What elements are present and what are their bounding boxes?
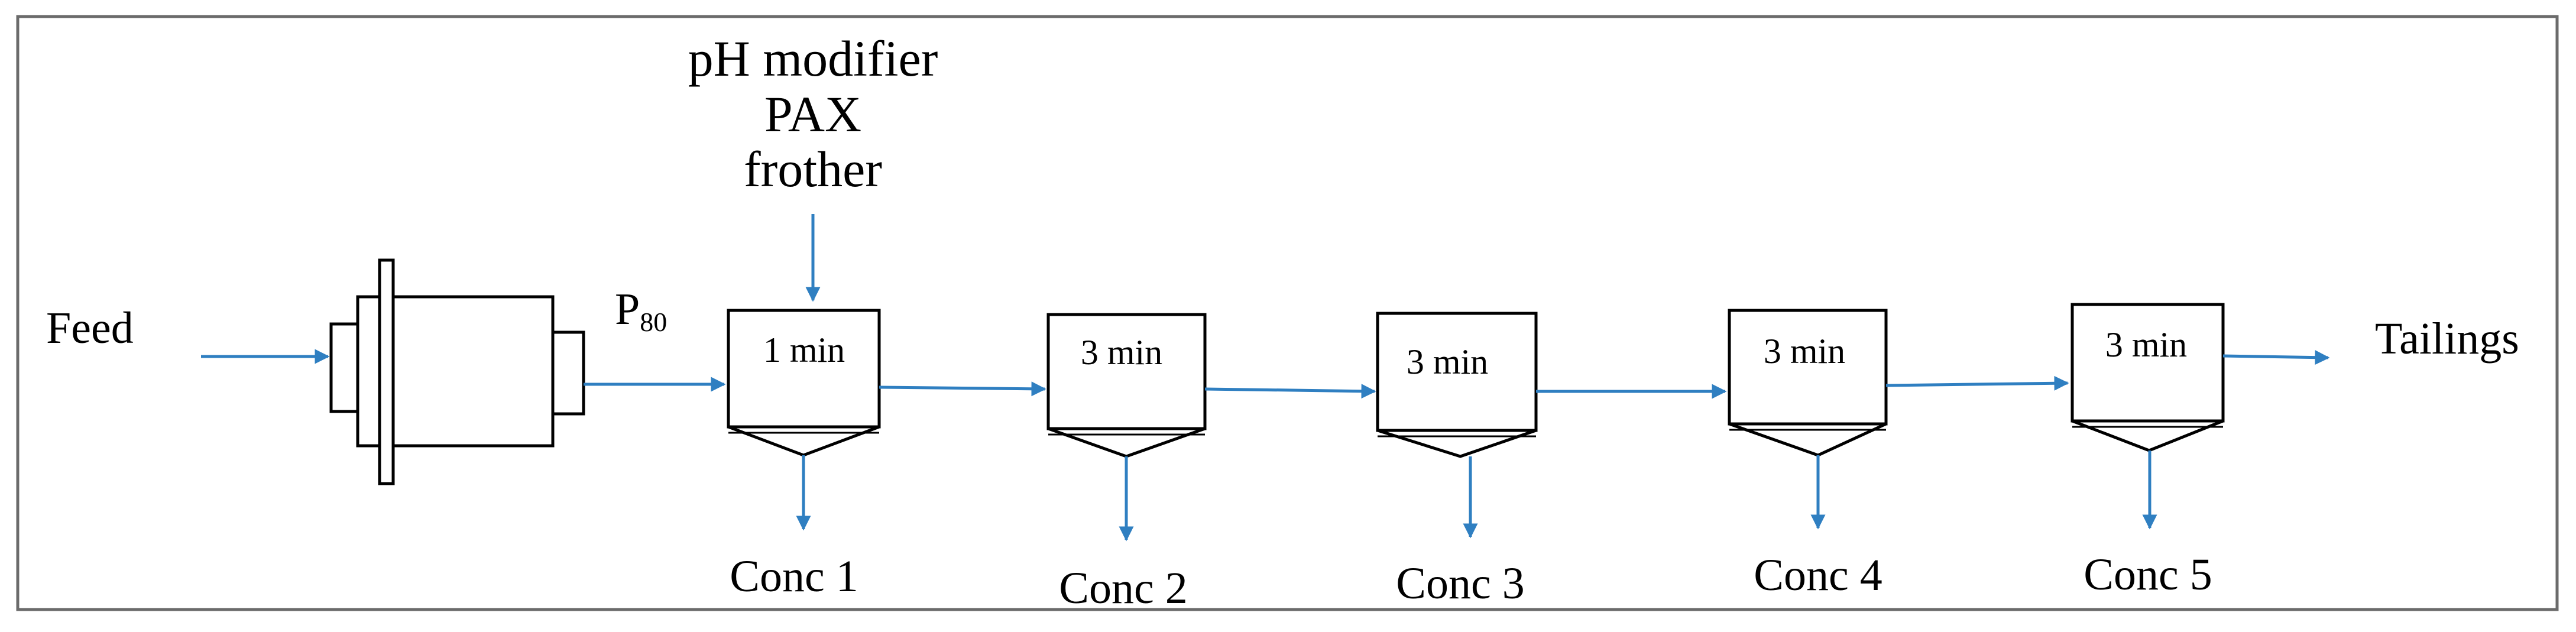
cell-4-time: 3 min bbox=[1764, 332, 1845, 371]
cell-4-launder bbox=[1729, 422, 1887, 457]
grinding-mill bbox=[329, 258, 585, 485]
p80-subscript: 80 bbox=[640, 307, 667, 337]
tailings-label: Tailings bbox=[2375, 314, 2519, 364]
tailings-arrow bbox=[2222, 350, 2330, 365]
conc-1-label: Conc 1 bbox=[730, 552, 858, 601]
cell-2-to-cell-3-arrow bbox=[1204, 384, 1376, 399]
p80-base: P bbox=[615, 284, 640, 334]
conc-2-label: Conc 2 bbox=[1059, 563, 1187, 613]
cell-2-tank bbox=[1046, 313, 1207, 430]
conc-5-label: Conc 5 bbox=[2084, 550, 2212, 599]
reagent-label-ph-modifier: pH modifier bbox=[688, 30, 938, 87]
mill-girth-flange bbox=[378, 258, 395, 485]
mill-inlet-trunnion bbox=[329, 322, 359, 413]
cell-3-tank bbox=[1376, 312, 1538, 432]
flotation-cell-1: 1 min Conc 1 bbox=[727, 309, 881, 601]
feed-label: Feed bbox=[46, 303, 134, 353]
cell-1-tank bbox=[727, 309, 881, 429]
cell-5-time: 3 min bbox=[2105, 325, 2187, 364]
cell-3-launder bbox=[1377, 429, 1537, 458]
flotation-cell-4: 3 min Conc 4 bbox=[1728, 309, 1888, 600]
cell-2-launder bbox=[1048, 427, 1206, 458]
flotation-cell-2: 3 min Conc 2 bbox=[1046, 313, 1207, 613]
cell-5-launder bbox=[2072, 419, 2224, 452]
cell-3-time: 3 min bbox=[1407, 342, 1488, 381]
conc-4-label: Conc 4 bbox=[1754, 550, 1882, 600]
cell-1-to-cell-2-arrow bbox=[879, 381, 1046, 397]
conc-3-label: Conc 3 bbox=[1396, 559, 1524, 608]
cell-4-to-cell-5-arrow bbox=[1885, 375, 2069, 391]
cell-5-tank bbox=[2070, 303, 2225, 423]
cell-4-tank bbox=[1728, 309, 1888, 426]
mill-outlet-trunnion bbox=[551, 330, 585, 416]
flotation-cell-5: 3 min Conc 5 bbox=[2070, 303, 2225, 599]
cell-1-launder bbox=[728, 425, 880, 457]
flotation-cell-3: 3 min Conc 3 bbox=[1376, 312, 1538, 608]
p80-label: P80 bbox=[615, 284, 667, 337]
diagram-frame bbox=[16, 15, 2559, 611]
reagent-label-frother: frother bbox=[744, 141, 882, 197]
reagent-label-pax: PAX bbox=[764, 86, 861, 142]
cell-1-time: 1 min bbox=[763, 330, 845, 370]
cell-2-time: 3 min bbox=[1081, 333, 1162, 372]
